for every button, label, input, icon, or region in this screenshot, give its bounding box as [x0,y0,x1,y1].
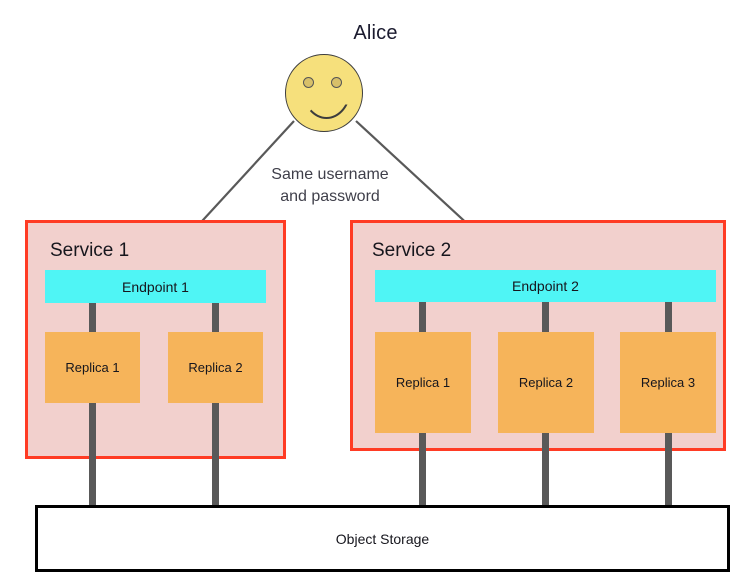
service-1-replica-2-label: Replica 2 [188,360,243,375]
service-2-replica-3-label: Replica 3 [640,375,696,390]
connector-s1-replica-1-storage [89,401,96,507]
service-2-replica-2[interactable]: Replica 2 [498,332,594,433]
service-2-replica-2-label: Replica 2 [518,375,574,390]
connector-s2-replica-3-storage [665,431,672,507]
service-2-replica-1-label: Replica 1 [395,375,451,390]
service-1-replica-1-label: Replica 1 [65,360,120,375]
endpoint-1[interactable]: Endpoint 1 [45,270,266,303]
smiley-face-icon [285,54,363,132]
service-1-replica-1[interactable]: Replica 1 [45,332,140,403]
smile-mouth-icon [302,89,351,119]
endpoint-1-label: Endpoint 1 [122,278,189,295]
eye-left-icon [303,77,314,88]
service-1-replica-2[interactable]: Replica 2 [168,332,263,403]
connector-s1-endpoint-replica-1 [89,303,96,334]
connector-s2-endpoint-replica-1 [419,302,426,334]
connector-s2-endpoint-replica-3 [665,302,672,334]
credential-caption: Same username and password [245,164,415,208]
object-storage-label: Object Storage [335,530,430,547]
actor-label: Alice [353,22,398,44]
service-2-title: Service 2 [372,240,452,261]
credential-caption-line-2: and password [280,188,380,205]
object-storage-container[interactable]: Object Storage [35,505,730,572]
service-2-replica-3[interactable]: Replica 3 [620,332,716,433]
connector-s2-endpoint-replica-2 [542,302,549,334]
service-2-replica-1[interactable]: Replica 1 [375,332,471,433]
connector-s1-endpoint-replica-2 [212,303,219,334]
endpoint-2-label: Endpoint 2 [512,278,579,294]
service-1-title: Service 1 [50,240,130,261]
endpoint-2[interactable]: Endpoint 2 [375,270,716,302]
connector-s2-replica-2-storage [542,431,549,507]
connector-s1-replica-2-storage [212,401,219,507]
credential-caption-line-1: Same username [271,166,389,183]
eye-right-icon [331,77,342,88]
connector-s2-replica-1-storage [419,431,426,507]
